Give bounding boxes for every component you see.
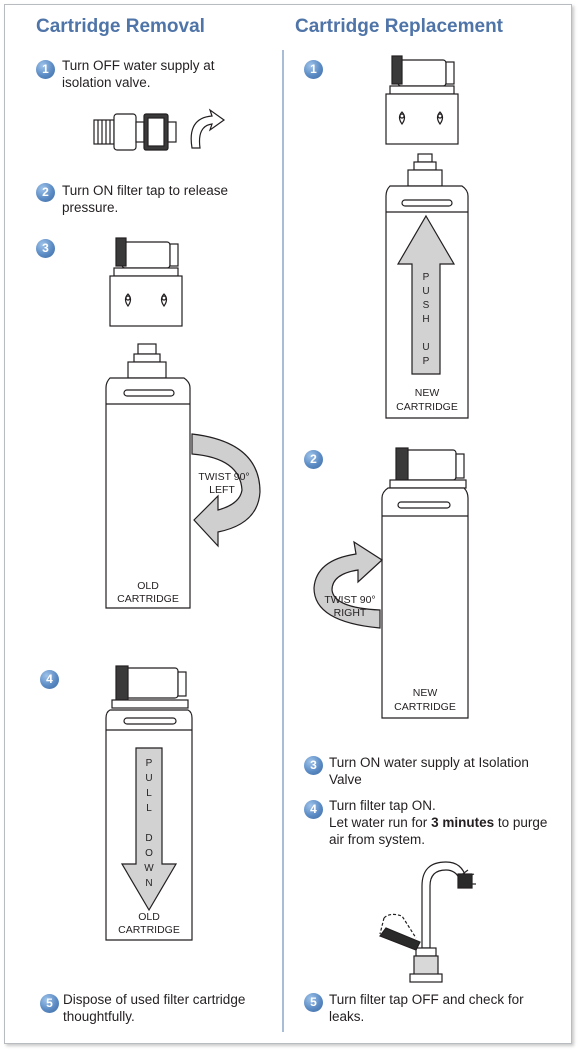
pull-letters-letter: U [145, 773, 152, 784]
step-4-bold: 3 minutes [431, 815, 495, 830]
twist-right-label-2: RIGHT [334, 607, 367, 619]
pull-letters-letter: O [145, 848, 153, 859]
push-letters-letter: H [422, 314, 429, 325]
replacement-step-4-text: Turn filter tap ON. Let water run for 3 … [329, 797, 559, 848]
removal-step-1-badge: 1 [36, 60, 55, 79]
removal-heading: Cartridge Removal [36, 16, 205, 37]
removal-step-3-badge: 3 [36, 239, 55, 258]
push-letters-letter: S [423, 300, 430, 311]
new-cartridge-2-label-2: CARTRIDGE [394, 701, 456, 713]
replacement-heading: Cartridge Replacement [295, 16, 504, 37]
replacement-step-3-text: Turn ON water supply at Isolation Valve [329, 755, 529, 787]
push-letters-letter: P [423, 356, 430, 367]
column-divider [282, 50, 284, 1032]
old-cartridge-twist-illustration: TWIST 90° LEFT OLD CARTRIDGE [105, 343, 261, 609]
removal-step-5-text: Dispose of used filter cartridge thought… [63, 992, 246, 1024]
old-cartridge-2-label-1: OLD [138, 911, 160, 923]
push-letters-letter: U [422, 342, 429, 353]
step-4-line-1: Turn filter tap ON. [329, 798, 436, 813]
pull-letters-letter: L [146, 803, 152, 814]
old-cartridge-label-2: CARTRIDGE [117, 593, 179, 605]
replacement-step-4-badge: 4 [304, 800, 323, 819]
push-letters-letter: P [423, 272, 430, 283]
replacement-step-5-badge: 5 [304, 993, 323, 1012]
old-cartridge-2-label-2: CARTRIDGE [118, 924, 180, 936]
twist-left-label-2: LEFT [209, 484, 235, 496]
new-cartridge-label-1: NEW [415, 387, 440, 399]
new-cartridge-twist-illustration: TWIST 90° RIGHT NEW CARTRIDGE [313, 447, 469, 719]
pull-letters-letter: W [144, 863, 154, 874]
replacement-step-5-text: Turn filter tap OFF and check for leaks. [329, 992, 524, 1024]
isolation-valve-illustration [93, 108, 226, 151]
replacement-step-3-badge: 3 [304, 756, 323, 775]
pull-letters-letter: D [145, 833, 152, 844]
step-4-pre: Let water run for [329, 815, 432, 830]
filter-tap-illustration [379, 861, 476, 983]
removal-step-4-badge: 4 [40, 670, 59, 689]
pull-letters-letter: N [145, 878, 152, 889]
pull-letters-letter: L [146, 788, 152, 799]
new-cartridge-label-2: CARTRIDGE [396, 401, 458, 413]
removal-step-1-text: Turn OFF water supply at isolation valve… [62, 58, 215, 90]
pull-letters-letter: P [146, 758, 153, 769]
new-cartridge-2-label-1: NEW [413, 687, 438, 699]
replacement-step-2-badge: 2 [304, 450, 323, 469]
step-4-post: to purge air from system. [329, 815, 548, 847]
removal-step-2-badge: 2 [36, 183, 55, 202]
twist-left-label-1: TWIST 90° [198, 471, 249, 483]
twist-right-label-1: TWIST 90° [324, 594, 375, 606]
old-cartridge-label-1: OLD [137, 580, 159, 592]
removal-step-5-badge: 5 [40, 994, 59, 1013]
removal-step-2-text: Turn ON filter tap to release pressure. [62, 183, 229, 215]
push-letters-letter: U [422, 286, 429, 297]
filter-head-illustration [109, 237, 183, 327]
replacement-step-1-badge: 1 [304, 60, 323, 79]
page-frame [4, 4, 572, 1044]
